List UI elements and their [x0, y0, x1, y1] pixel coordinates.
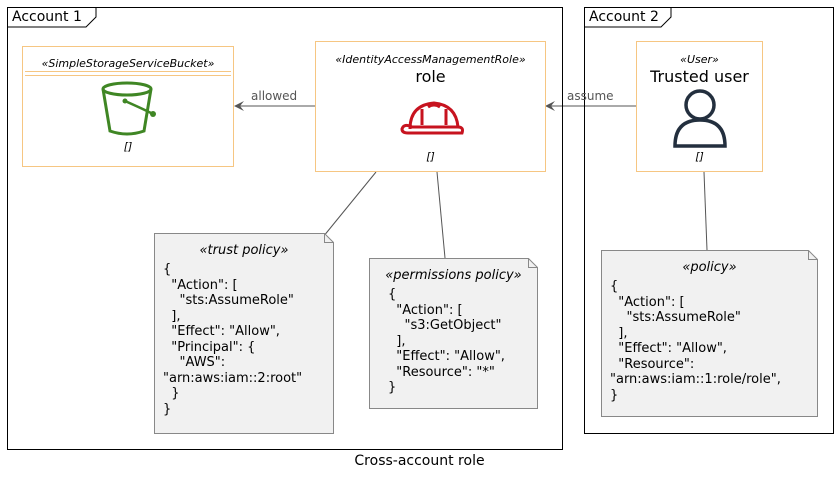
trust-note-link — [322, 171, 377, 238]
trusted-user-node[interactable]: «User» Trusted user [] — [636, 41, 763, 172]
user-policy-note-body: { "Action": [ "sts:AssumeRole" ], "Effec… — [610, 279, 781, 403]
s3-bucket-node[interactable]: «SimpleStorageServiceBucket» [] — [22, 46, 234, 167]
permissions-policy-note: «permissions policy» { "Action": [ "s3:G… — [369, 258, 538, 409]
bucket-footer: [] — [123, 140, 133, 153]
policy-note-link — [703, 171, 708, 251]
user-name: Trusted user — [650, 67, 749, 86]
account2-frame-tab-shape — [585, 8, 672, 28]
user-footer: [] — [695, 150, 704, 163]
bucket-divider — [25, 71, 231, 76]
account1-label: Account 1 — [12, 9, 82, 25]
s3-bucket-icon — [101, 81, 156, 136]
trust-note-title: «trust policy» — [199, 243, 289, 258]
account2-label: Account 2 — [589, 9, 659, 25]
bucket-stereotype: «SimpleStorageServiceBucket» — [41, 57, 215, 70]
user-policy-note-title: «policy» — [682, 260, 737, 275]
account1-frame: Account 1 — [7, 7, 563, 450]
allowed-label: allowed — [251, 89, 298, 103]
user-icon — [673, 89, 727, 148]
role-stereotype: «IdentityAccessManagementRole» — [335, 53, 526, 66]
permissions-note-link — [436, 171, 446, 259]
iam-role-node[interactable]: «IdentityAccessManagementRole» role [] — [315, 41, 546, 172]
permissions-note-title: «permissions policy» — [385, 268, 522, 283]
user-stereotype: «User» — [680, 53, 719, 66]
user-policy-note: «policy» { "Action": [ "sts:AssumeRole" … — [601, 250, 818, 417]
account2-frame: Account 2 — [584, 7, 834, 434]
diagram-caption: Cross-account role — [354, 453, 485, 469]
permissions-note-shape — [369, 258, 538, 409]
trust-note-shape — [154, 233, 334, 434]
role-name: role — [415, 67, 446, 86]
iam-role-helmet-icon — [400, 101, 464, 135]
role-footer: [] — [426, 150, 435, 163]
trust-policy-note: «trust policy» { "Action": [ "sts:Assume… — [154, 233, 334, 434]
permissions-note-body: { "Action": [ "s3:GetObject" ], "Effect"… — [388, 287, 505, 395]
user-policy-note-shape — [601, 250, 818, 417]
assume-label: assume — [567, 89, 614, 103]
account1-frame-tab-shape — [8, 8, 97, 28]
trust-note-body: { "Action": [ "sts:AssumeRole" ], "Effec… — [163, 262, 303, 417]
